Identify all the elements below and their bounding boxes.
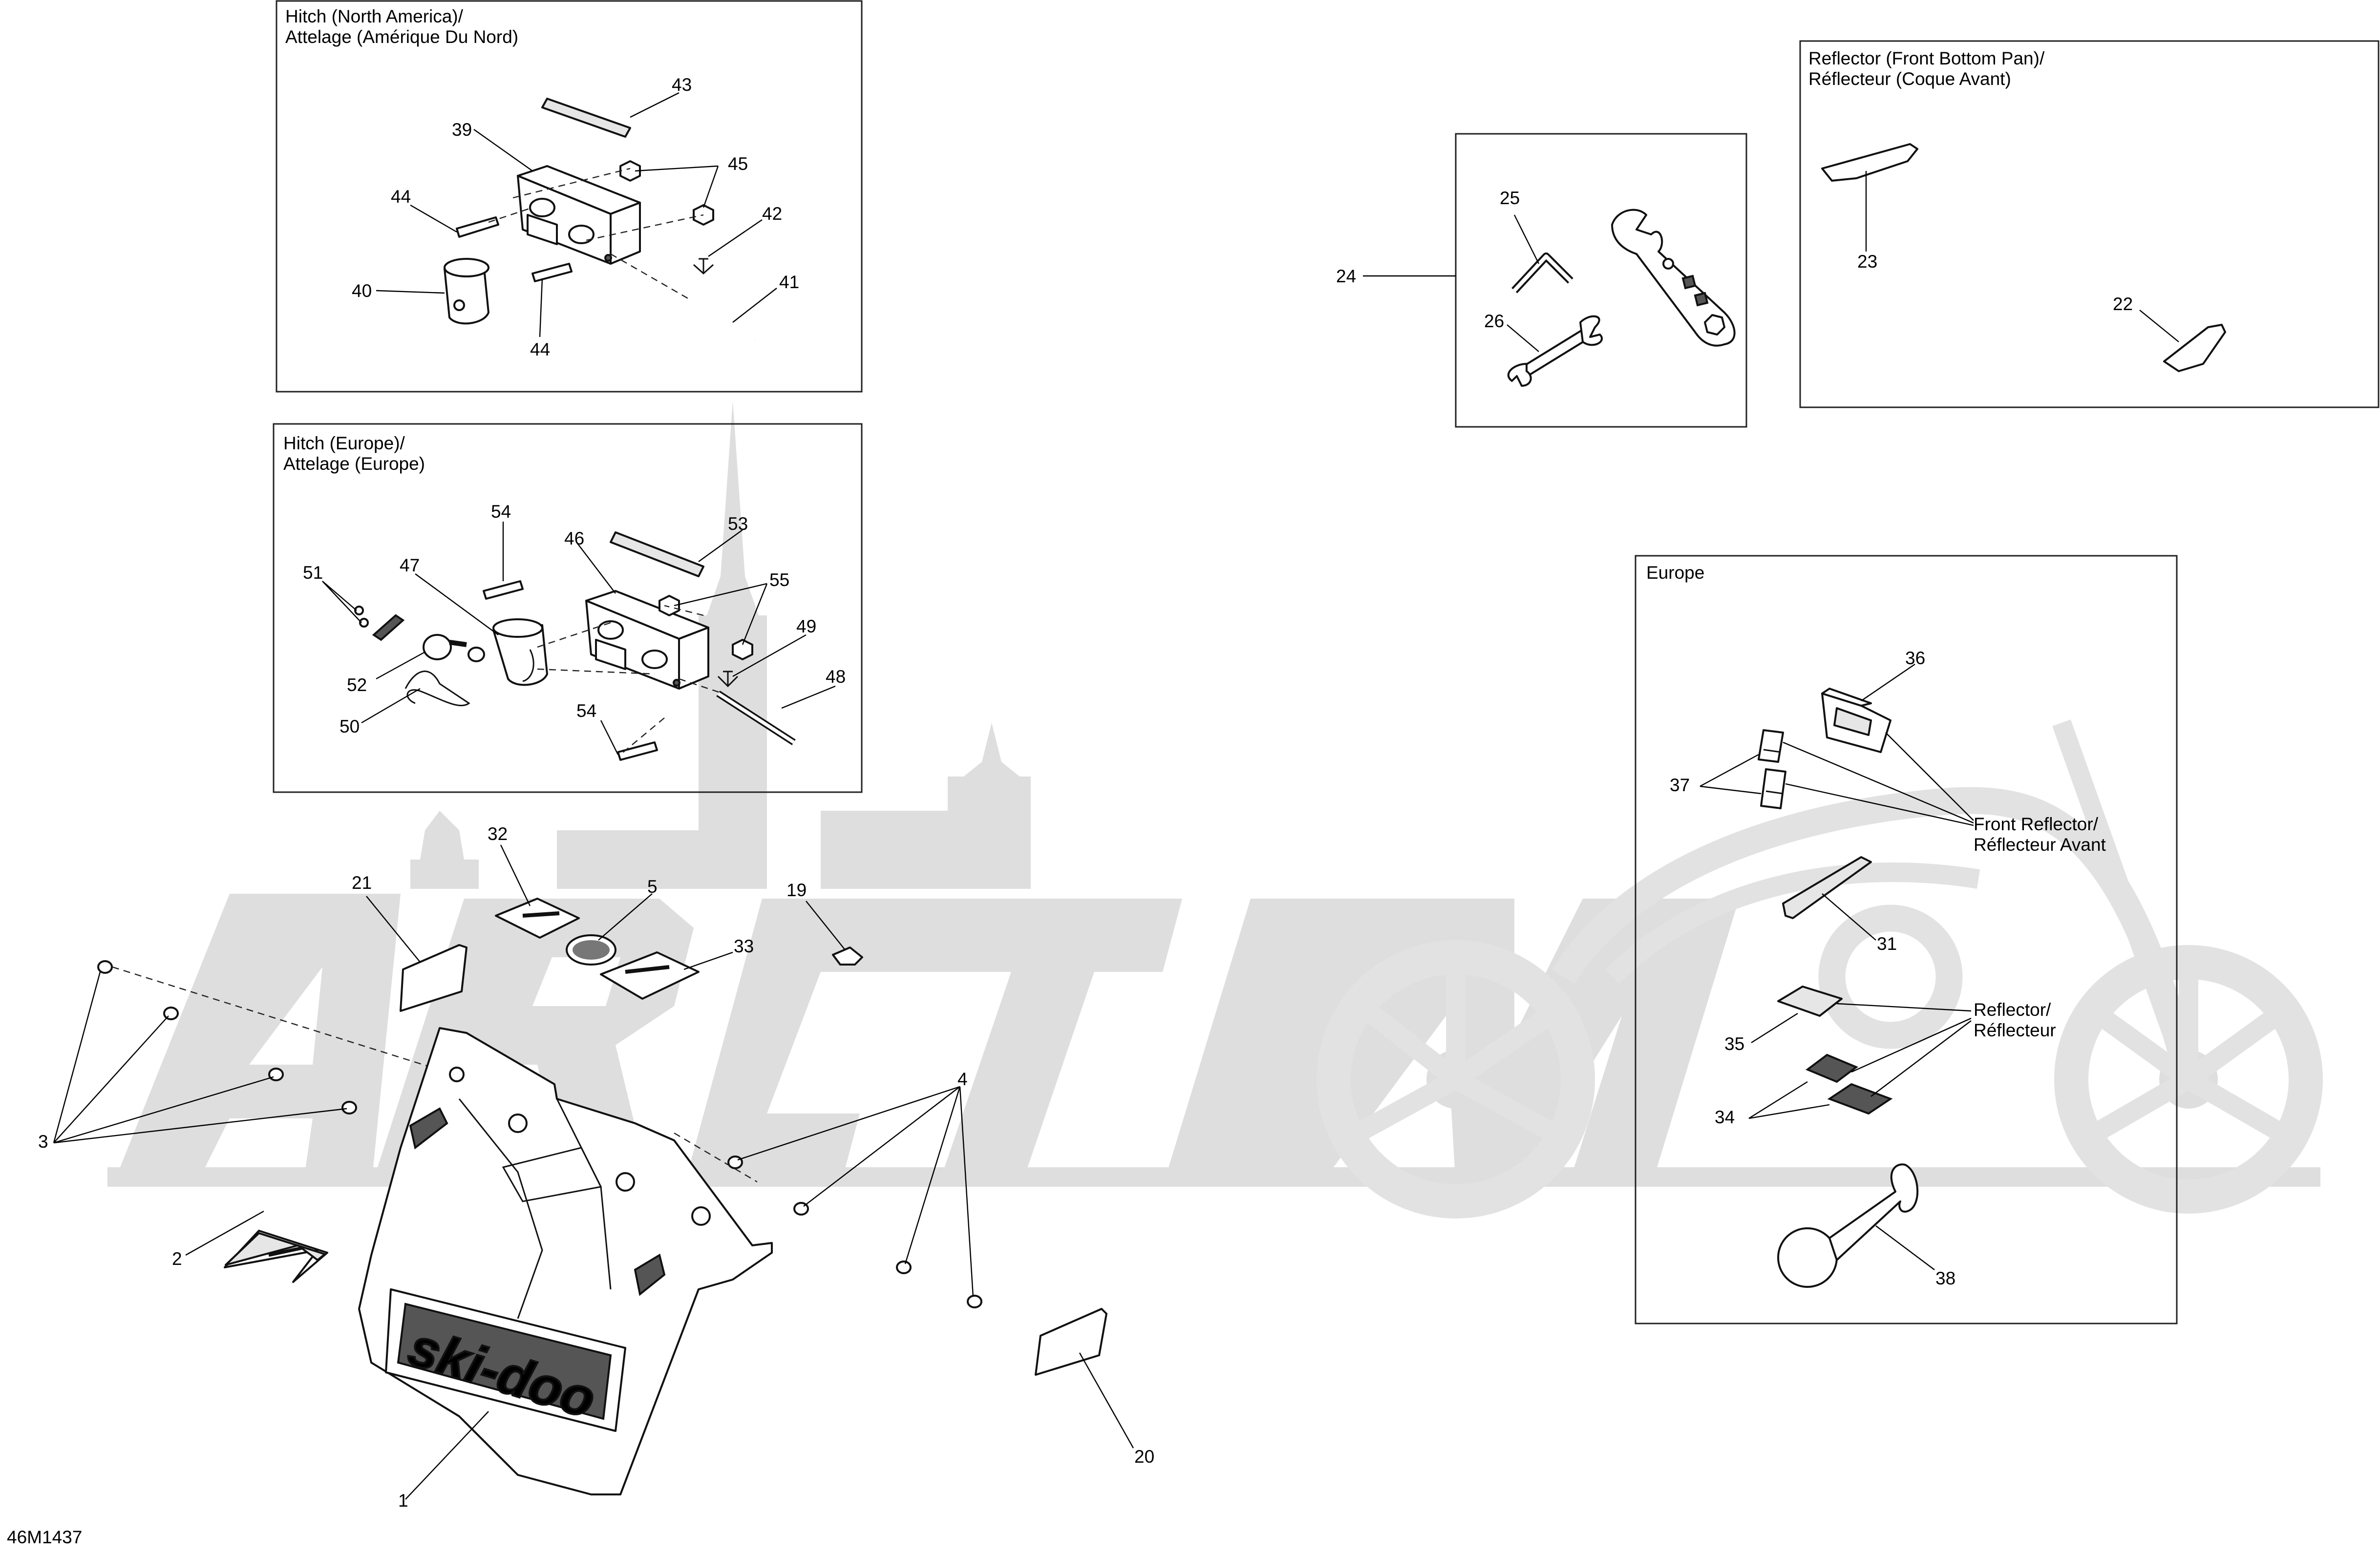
inset-reflector-front-bottom-pan: Reflector (Front Bottom Pan)/ Réflecteur… xyxy=(1799,40,2380,408)
callout-41: 41 xyxy=(779,272,799,292)
reflector-label-line2: Réflecteur xyxy=(1974,1020,2056,1040)
decal-32 xyxy=(495,898,580,939)
reflector-label-line1: Reflector/ xyxy=(1974,1000,2051,1020)
horn-38 xyxy=(1777,1163,1918,1288)
callout-49: 49 xyxy=(796,616,816,636)
callout-33: 33 xyxy=(734,936,754,956)
callout-44-top: 44 xyxy=(391,187,411,207)
callout-50: 50 xyxy=(340,716,360,736)
drawing-code: 46M1437 xyxy=(7,1527,82,1547)
callout-55: 55 xyxy=(769,570,789,590)
main-assembly: 21 32 5 33 19 xyxy=(38,824,1154,1511)
front-reflector-label-line1: Front Reflector/ xyxy=(1974,814,2099,834)
callout-22: 22 xyxy=(2113,294,2133,314)
callout-31: 31 xyxy=(1877,934,1897,954)
hinge-47 xyxy=(492,618,548,686)
callout-42: 42 xyxy=(762,204,782,224)
hitch-plate-53 xyxy=(610,531,704,577)
inset-title-line2: Attelage (Amérique Du Nord) xyxy=(285,27,518,47)
inset-tool-kit: 24 25 26 xyxy=(1336,133,1747,428)
callout-54-top: 54 xyxy=(491,502,511,522)
reflector-22 xyxy=(2163,324,2226,372)
callout-19: 19 xyxy=(786,880,807,900)
callout-35: 35 xyxy=(1724,1034,1744,1054)
inset-title-line1: Hitch (Europe)/ xyxy=(283,433,405,453)
decal-2 xyxy=(224,1230,328,1283)
clip-19 xyxy=(832,946,863,966)
callout-52: 52 xyxy=(347,675,367,695)
callout-48: 48 xyxy=(826,667,846,687)
bottom-pan-1: ski-doo xyxy=(358,1027,773,1495)
callout-34: 34 xyxy=(1715,1107,1735,1127)
callout-53: 53 xyxy=(728,514,748,534)
callout-32: 32 xyxy=(488,824,508,844)
callout-44-bottom: 44 xyxy=(530,339,550,359)
wrench-26 xyxy=(1507,315,1603,387)
callout-37: 37 xyxy=(1670,775,1690,795)
front-reflector-36 xyxy=(1821,688,1891,753)
clip-42 xyxy=(693,258,714,275)
hair-pin-50 xyxy=(404,671,470,707)
decal-33 xyxy=(600,951,700,1000)
inset-hitch-europe: Hitch (Europe)/ Attelage (Europe) xyxy=(273,423,863,793)
callout-26: 26 xyxy=(1484,311,1504,331)
callout-46: 46 xyxy=(564,528,584,548)
inset-hitch-north-america: Hitch (North America)/ Attelage (Amériqu… xyxy=(276,0,863,393)
watermark-town-icon xyxy=(410,400,1031,889)
reflector-31 xyxy=(1782,856,1872,919)
emblem-5 xyxy=(566,934,616,966)
decal-21 xyxy=(400,944,468,1012)
bracket-37 xyxy=(1758,729,1786,809)
callout-38: 38 xyxy=(1935,1268,1955,1288)
callout-40: 40 xyxy=(352,281,372,301)
inset-title: Europe xyxy=(1646,563,1704,583)
callout-20: 20 xyxy=(1134,1447,1154,1467)
callout-21: 21 xyxy=(352,873,372,893)
callout-2: 2 xyxy=(172,1249,182,1269)
callout-1: 1 xyxy=(398,1491,408,1511)
reflector-23 xyxy=(1821,143,1918,182)
inset-title-line2: Réflecteur (Coque Avant) xyxy=(1808,69,2011,89)
pin-48 xyxy=(716,691,796,745)
knob-52 xyxy=(423,634,485,662)
hinge-40 xyxy=(444,258,489,325)
callout-23: 23 xyxy=(1857,252,1877,272)
inset-europe: Europe 36 37 Front Reflector/ Réflecteur… xyxy=(1635,555,2178,1324)
spanner-wrench xyxy=(1611,209,1736,347)
callout-47: 47 xyxy=(400,555,420,575)
callout-25: 25 xyxy=(1500,188,1520,208)
clip-49 xyxy=(717,671,739,688)
hitch-bracket-39 xyxy=(517,165,641,265)
callout-43: 43 xyxy=(672,75,692,95)
nut-55 xyxy=(659,595,753,660)
nut-45 xyxy=(619,160,714,226)
callout-36: 36 xyxy=(1905,648,1925,668)
callout-54-bottom: 54 xyxy=(576,701,596,721)
bolt-44 xyxy=(456,216,573,282)
callout-45: 45 xyxy=(728,154,748,174)
callout-39: 39 xyxy=(452,120,472,140)
front-reflector-label-line2: Réflecteur Avant xyxy=(1974,835,2106,855)
callout-5: 5 xyxy=(647,877,658,897)
callout-3: 3 xyxy=(38,1132,48,1152)
pin-41 xyxy=(685,296,756,341)
bolt-54 xyxy=(483,580,658,761)
callout-51: 51 xyxy=(303,563,323,583)
callout-4: 4 xyxy=(957,1069,968,1089)
reflector-34 xyxy=(1806,1053,1893,1115)
latch-51 xyxy=(354,606,405,641)
hitch-plate-43 xyxy=(541,98,631,138)
inset-title-line2: Attelage (Europe) xyxy=(283,454,425,474)
inset-title-line1: Hitch (North America)/ xyxy=(285,6,464,26)
decal-20 xyxy=(1035,1308,1107,1376)
inset-title-line1: Reflector (Front Bottom Pan)/ xyxy=(1808,48,2045,68)
reflector-35 xyxy=(1777,986,1843,1017)
callout-24: 24 xyxy=(1336,266,1356,286)
